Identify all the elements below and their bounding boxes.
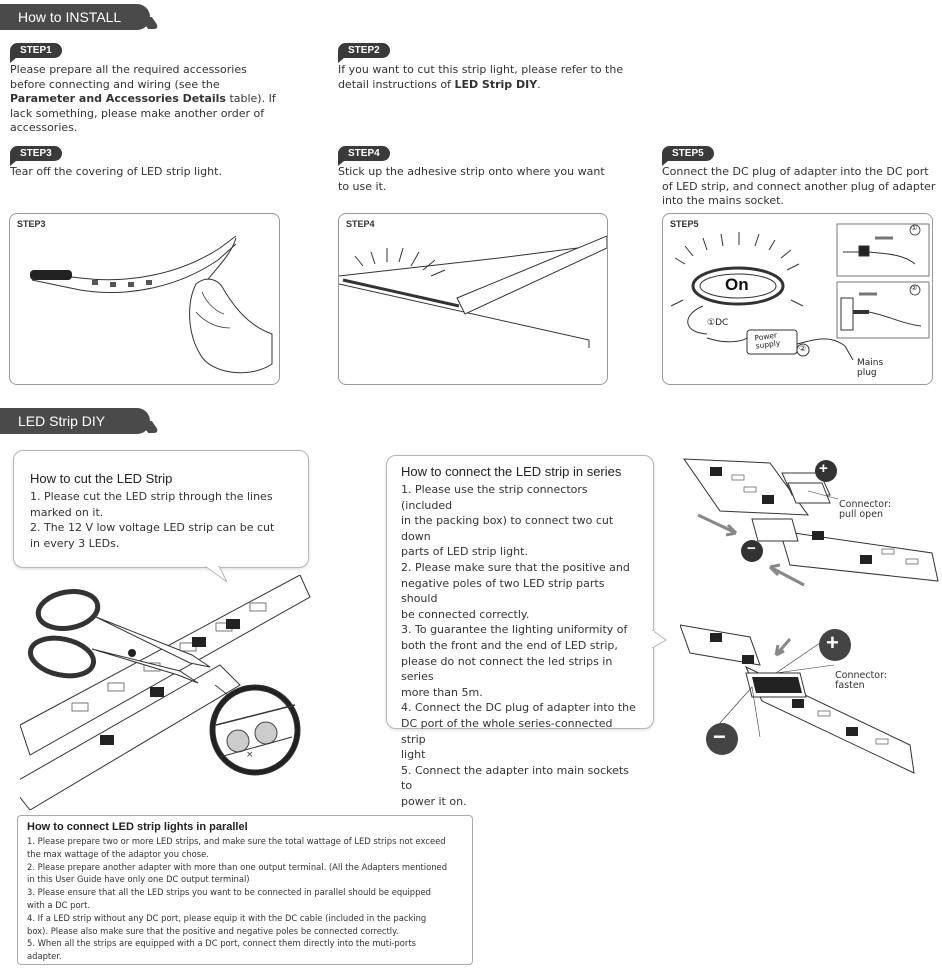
- inset-1-badge: ①: [911, 224, 918, 232]
- peel-strip-drawing: [30, 235, 273, 374]
- step2-tag: STEP2: [338, 43, 390, 63]
- install-section-title: How to INSTALL: [0, 4, 150, 30]
- series-line: 2. Please make sure that the positive an…: [401, 560, 630, 574]
- series-line: more than 5m.: [401, 685, 483, 699]
- step4-illustration: STEP4: [338, 213, 608, 385]
- step5-tag: STEP5: [662, 146, 714, 166]
- step5-panel-label: STEP5: [670, 219, 699, 229]
- series-bubble-pointer: [652, 629, 667, 649]
- step3-panel-label: STEP3: [17, 219, 46, 229]
- series-line: 4. Connect the DC plug of adapter into t…: [401, 701, 636, 715]
- series-line: both the front and the end of LED strip,: [401, 638, 618, 652]
- series-line: in the packing box) to connect two cut d…: [401, 514, 614, 543]
- cut-line: 1. Please cut the LED strip through the …: [30, 490, 273, 503]
- circle-2-badge: ②: [799, 344, 807, 353]
- cut-title: How to cut the LED Strip: [30, 471, 173, 486]
- power-connection-drawing: [670, 223, 930, 361]
- minus-pole-icon: −: [747, 540, 756, 557]
- connector-fasten-label: Connector: fasten: [835, 670, 888, 691]
- step5-illustration: STEP5 On ①DC Power supply Mains plug ② ①…: [662, 213, 933, 385]
- series-line: 1. Please use the strip connectors (incl…: [401, 483, 588, 512]
- series-line: please do not connect the led strips in …: [401, 654, 613, 684]
- step4-panel-label: STEP4: [346, 219, 375, 229]
- parallel-line: 5. When all the strips are equipped with…: [27, 938, 416, 949]
- connector-pull-open-label: Connector: pull open: [839, 499, 892, 520]
- series-line: light: [401, 748, 426, 762]
- parallel-line: 2. Please prepare another adapter with m…: [27, 861, 448, 872]
- step4-text: Stick up the adhesive strip onto where y…: [338, 165, 605, 193]
- series-instructions-bubble: How to connect the LED strip in series 1…: [386, 455, 654, 808]
- parallel-line: box). Please also make sure that the pos…: [27, 925, 399, 936]
- scissors-cut-illustration: [20, 575, 311, 810]
- step5-text: Connect the DC plug of adapter into the …: [662, 165, 936, 207]
- cut-line: marked on it.: [30, 505, 104, 519]
- minus-pole-large-icon: −: [713, 724, 726, 749]
- step3-tag: STEP3: [10, 146, 62, 166]
- on-label: On: [725, 275, 749, 294]
- connector-illustration: [680, 458, 939, 774]
- cut-mark: ×: [246, 750, 254, 760]
- stick-strip-drawing: [339, 235, 607, 348]
- plus-pole-icon: +: [819, 460, 828, 477]
- series-line: be connected correctly.: [401, 607, 530, 621]
- parallel-line: 4. If a LED strip without any DC port, p…: [27, 912, 427, 923]
- plus-pole-large-icon: +: [826, 630, 839, 655]
- cut-bubble-pointer: [205, 566, 228, 583]
- series-title: How to connect the LED strip in series: [401, 464, 622, 479]
- step3-illustration: STEP3: [9, 213, 280, 385]
- diy-section-title: LED Strip DIY: [0, 408, 150, 434]
- parallel-line: with a DC port.: [27, 899, 91, 910]
- step3-text: Tear off the covering of LED strip light…: [10, 165, 222, 178]
- parallel-instructions-box: How to connect LED strip lights in paral…: [17, 815, 473, 965]
- parallel-line: in this User Guide have only one DC outp…: [27, 874, 250, 885]
- inset-2-badge: ②: [911, 284, 918, 292]
- series-line: parts of LED strip light.: [401, 545, 528, 559]
- series-line: 3. To guarantee the lighting uniformity …: [401, 623, 628, 637]
- mains-plug-label: Mains plug: [857, 358, 884, 378]
- parallel-line: the max wattage of the adaptor you chose…: [27, 848, 209, 859]
- step1-tag: STEP1: [10, 43, 62, 63]
- cut-line: 2. The 12 V low voltage LED strip can be…: [30, 521, 275, 535]
- dc-label: ①DC: [707, 318, 729, 328]
- parallel-line: 3. Please ensure that all the LED strips…: [27, 887, 431, 898]
- step1-text: Please prepare all the required accessor…: [10, 63, 276, 134]
- cut-line: in every 3 LEDs.: [30, 536, 120, 550]
- series-line: 5. Connect the adapter into main sockets…: [401, 763, 629, 793]
- step4-tag: STEP4: [338, 146, 390, 166]
- cut-instructions-bubble: How to cut the LED Strip 1. Please cut t…: [13, 450, 309, 568]
- parallel-line: adapter.: [27, 951, 62, 962]
- parallel-line: 1. Please prepare two or more LED strips…: [27, 836, 446, 846]
- series-line: power it on.: [401, 794, 467, 808]
- series-line: negative poles of two LED strip parts sh…: [401, 576, 605, 606]
- series-line: DC port of the whole series-connected st…: [401, 716, 613, 746]
- step2-text: If you want to cut this strip light, ple…: [338, 63, 624, 91]
- parallel-title: How to connect LED strip lights in paral…: [27, 821, 248, 833]
